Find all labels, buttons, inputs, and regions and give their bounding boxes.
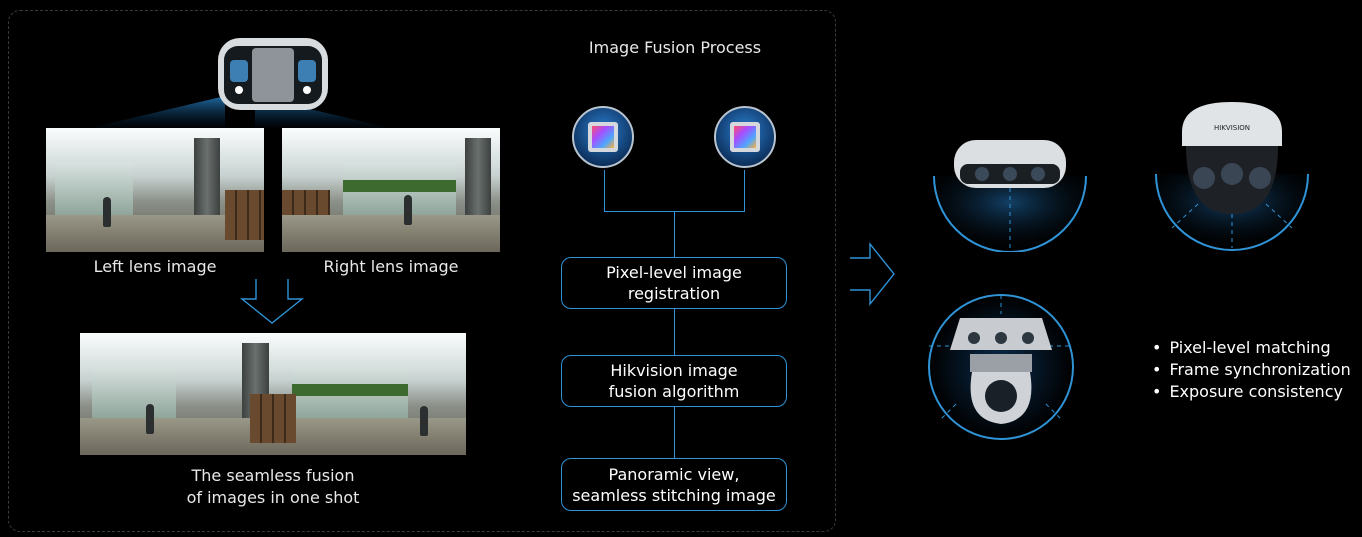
fusion-process-panel [8, 10, 836, 532]
step-line: Hikvision image [610, 361, 738, 380]
step-line: registration [627, 284, 721, 303]
step-pixel-registration: Pixel-level image registration [561, 257, 787, 309]
right-lens-image [282, 128, 500, 252]
left-lens-image [46, 128, 264, 252]
step-line: fusion algorithm [608, 382, 740, 401]
step-fusion-algorithm: Hikvision image fusion algorithm [561, 355, 787, 407]
step-line: Panoramic view, [608, 464, 740, 484]
panoramic-camera-icon [933, 140, 1087, 252]
image-sensor-icon [572, 106, 634, 168]
right-arrow-icon [850, 242, 895, 306]
ptz-panoramic-camera-icon [928, 294, 1074, 440]
down-arrow-icon [240, 279, 304, 324]
feature-item: Frame synchronization [1152, 359, 1350, 381]
fusion-caption-line1: The seamless fusion [191, 466, 355, 485]
fusion-caption-line2: of images in one shot [186, 488, 360, 507]
feature-item: Exposure consistency [1152, 381, 1351, 403]
fused-panoramic-image [80, 333, 466, 455]
dual-lens-camera-icon [90, 38, 390, 128]
step-line: Pixel-level image [606, 263, 742, 282]
feature-list: Pixel-level matching Frame synchronizati… [1152, 337, 1351, 403]
brand-label: HIKVISION [1214, 124, 1250, 132]
multi-sensor-dome-icon: HIKVISION [1155, 102, 1309, 251]
process-title: Image Fusion Process [588, 38, 762, 57]
right-lens-caption: Right lens image [323, 257, 459, 276]
image-sensor-icon [714, 106, 776, 168]
step-line: seamless stitching image [572, 485, 776, 505]
feature-item: Pixel-level matching [1152, 337, 1351, 359]
step-panoramic-stitching: Panoramic view, seamless stitching image [561, 458, 787, 511]
left-lens-caption: Left lens image [93, 257, 217, 276]
